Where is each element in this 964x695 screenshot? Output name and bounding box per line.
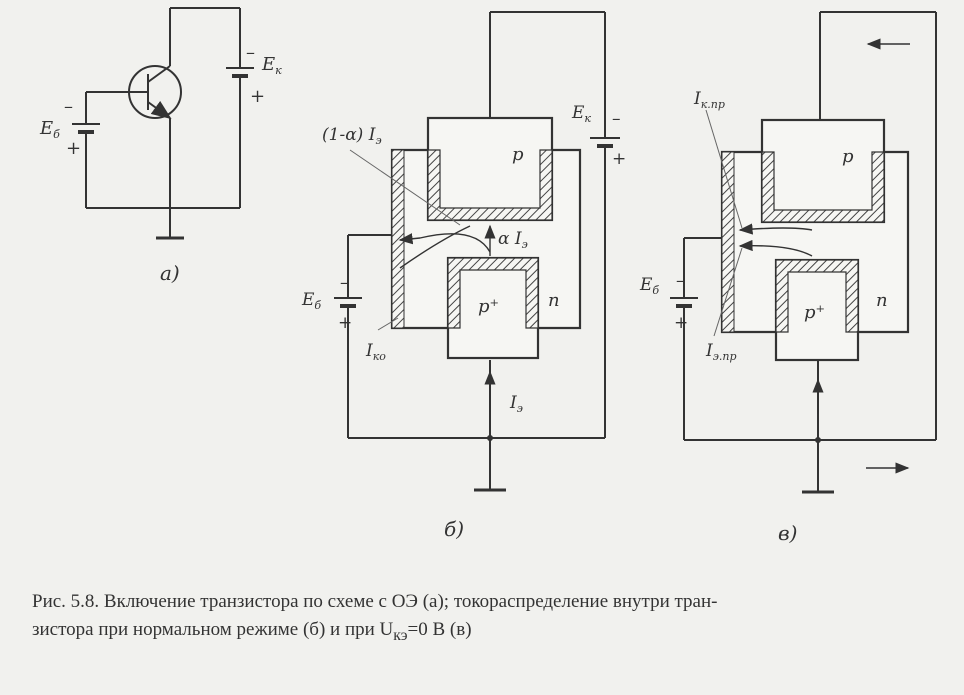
leak-current-arrow-b	[398, 233, 491, 253]
ek-plus-b: +	[612, 149, 626, 169]
ek-minus-a: –	[246, 42, 255, 63]
ek-plus-a: +	[250, 86, 265, 107]
eb-label-a: Eб	[39, 118, 60, 141]
epr-current-label-c: Iэ.пр	[705, 341, 737, 363]
eb-label-c: Eб	[639, 275, 659, 297]
leak-current-label-b: (1-α) Iэ	[322, 125, 382, 147]
caption-line-2: зистора при нормальном режиме (б) и при …	[32, 619, 472, 644]
kpr-current-arrow-c	[738, 223, 813, 235]
panel-a-label: а)	[160, 261, 180, 285]
panel-b-label: б)	[444, 517, 464, 541]
ie-current-label-b: Iэ	[509, 393, 523, 415]
p-plus-emitter-region-b	[446, 256, 540, 360]
p-collector-region-c	[760, 118, 886, 224]
eb-plus-a: +	[66, 138, 81, 159]
eb-label-b: Eб	[301, 290, 321, 312]
panel-c-label: в)	[778, 521, 797, 545]
eb-plus-b: +	[338, 313, 352, 333]
eb-plus-c: +	[674, 313, 688, 333]
p-collector-region-b	[426, 116, 554, 222]
alpha-current-label-b: α Iэ	[498, 229, 528, 251]
p-plus-emitter-region-c	[774, 258, 860, 362]
p-label-b: p	[512, 144, 524, 165]
n-label-b: n	[548, 290, 560, 311]
ek-minus-b: –	[612, 109, 621, 129]
panel-c-structure: p p⁺ n Iк.пр Iэ.пр Eб – + в)	[639, 11, 937, 545]
ko-current-path-b	[399, 225, 471, 269]
figure-caption: Рис. 5.8. Включение транзистора по схеме…	[32, 588, 942, 650]
n-label-c: n	[876, 290, 888, 311]
epr-current-arrow-c	[738, 239, 813, 257]
ek-label-a: Eк	[261, 54, 282, 77]
kpr-current-label-c: Iк.пр	[693, 89, 725, 111]
panel-a-schematic: Eб – + Eк – + а)	[39, 7, 282, 285]
caption-line-1: Рис. 5.8. Включение транзистора по схеме…	[32, 591, 718, 612]
circuit-diagram: Eб – + Eк – + а)	[39, 7, 937, 545]
ko-current-label-b: Iко	[365, 341, 386, 363]
eb-minus-c: –	[676, 271, 685, 291]
panel-b-structure: p p⁺ n (1-α) Iэ α Iэ Iко Iэ Eб – + Eк – …	[301, 11, 626, 541]
p-plus-label-c: p⁺	[804, 302, 825, 323]
eb-minus-b: –	[340, 273, 349, 293]
p-label-c: p	[842, 146, 854, 167]
ek-label-b: Eк	[571, 103, 591, 125]
eb-minus-a: –	[64, 96, 73, 117]
p-plus-label-b: p⁺	[478, 296, 499, 317]
